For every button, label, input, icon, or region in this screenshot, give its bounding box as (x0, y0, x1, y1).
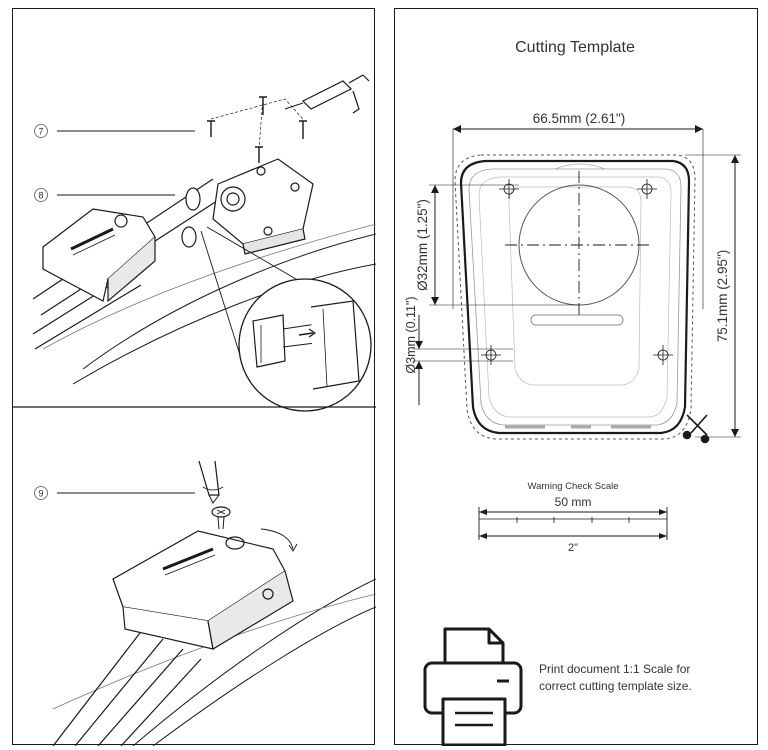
svg-text:8: 8 (38, 191, 43, 201)
svg-text:Warning Check Scale: Warning Check Scale (528, 481, 619, 492)
large-hole-dimension: Ø32mm (1.25") (415, 184, 579, 306)
svg-text:Ø3mm (0.11"): Ø3mm (0.11") (404, 296, 418, 373)
width-dimension: 66.5mm (2.61") (452, 111, 704, 309)
cutting-template-drawing: Cutting Template 66.5mm (2.61") 75.1mm (… (404, 39, 741, 746)
large-hole (505, 171, 653, 319)
screwdriver-icon (198, 460, 224, 504)
step-9-marker: 9 (34, 486, 195, 500)
svg-text:Ø32mm (1.25"): Ø32mm (1.25") (415, 199, 430, 291)
svg-text:7: 7 (38, 127, 43, 137)
svg-text:66.5mm (2.61"): 66.5mm (2.61") (533, 111, 626, 126)
print-note: Print document 1:1 Scale for correct cut… (539, 662, 692, 693)
svg-text:9: 9 (38, 489, 43, 499)
zoom-detail (252, 300, 360, 390)
svg-text:Print document 1:1 Scale for: Print document 1:1 Scale for (539, 662, 690, 676)
screw-icons (207, 96, 307, 163)
step-7-marker: 7 (34, 124, 195, 138)
printer-icon (423, 627, 523, 746)
installation-illustrations: 7 8 (13, 74, 376, 746)
installation-steps-panel: 7 8 (12, 8, 376, 746)
scale-check: Warning Check Scale 50 mm 2" (478, 481, 668, 554)
scissors-icon (682, 414, 710, 444)
svg-text:2": 2" (568, 542, 578, 554)
svg-text:correct cutting template size.: correct cutting template size. (539, 679, 692, 693)
small-hole-dimension: Ø3mm (0.11") (404, 296, 513, 405)
step-9-illustration (52, 460, 376, 746)
sealant-gun-icon (284, 74, 370, 114)
step-7-8-illustration (32, 74, 376, 412)
screw-holes (481, 179, 673, 365)
cutting-template-panel: Cutting Template 66.5mm (2.61") 75.1mm (… (394, 8, 758, 746)
svg-text:50 mm: 50 mm (555, 495, 592, 509)
template-title: Cutting Template (515, 39, 635, 56)
height-dimension: 75.1mm (2.95") (685, 154, 741, 438)
svg-text:75.1mm (2.95"): 75.1mm (2.95") (715, 250, 730, 343)
template-outline (454, 154, 696, 440)
step-8-marker: 8 (34, 188, 175, 202)
